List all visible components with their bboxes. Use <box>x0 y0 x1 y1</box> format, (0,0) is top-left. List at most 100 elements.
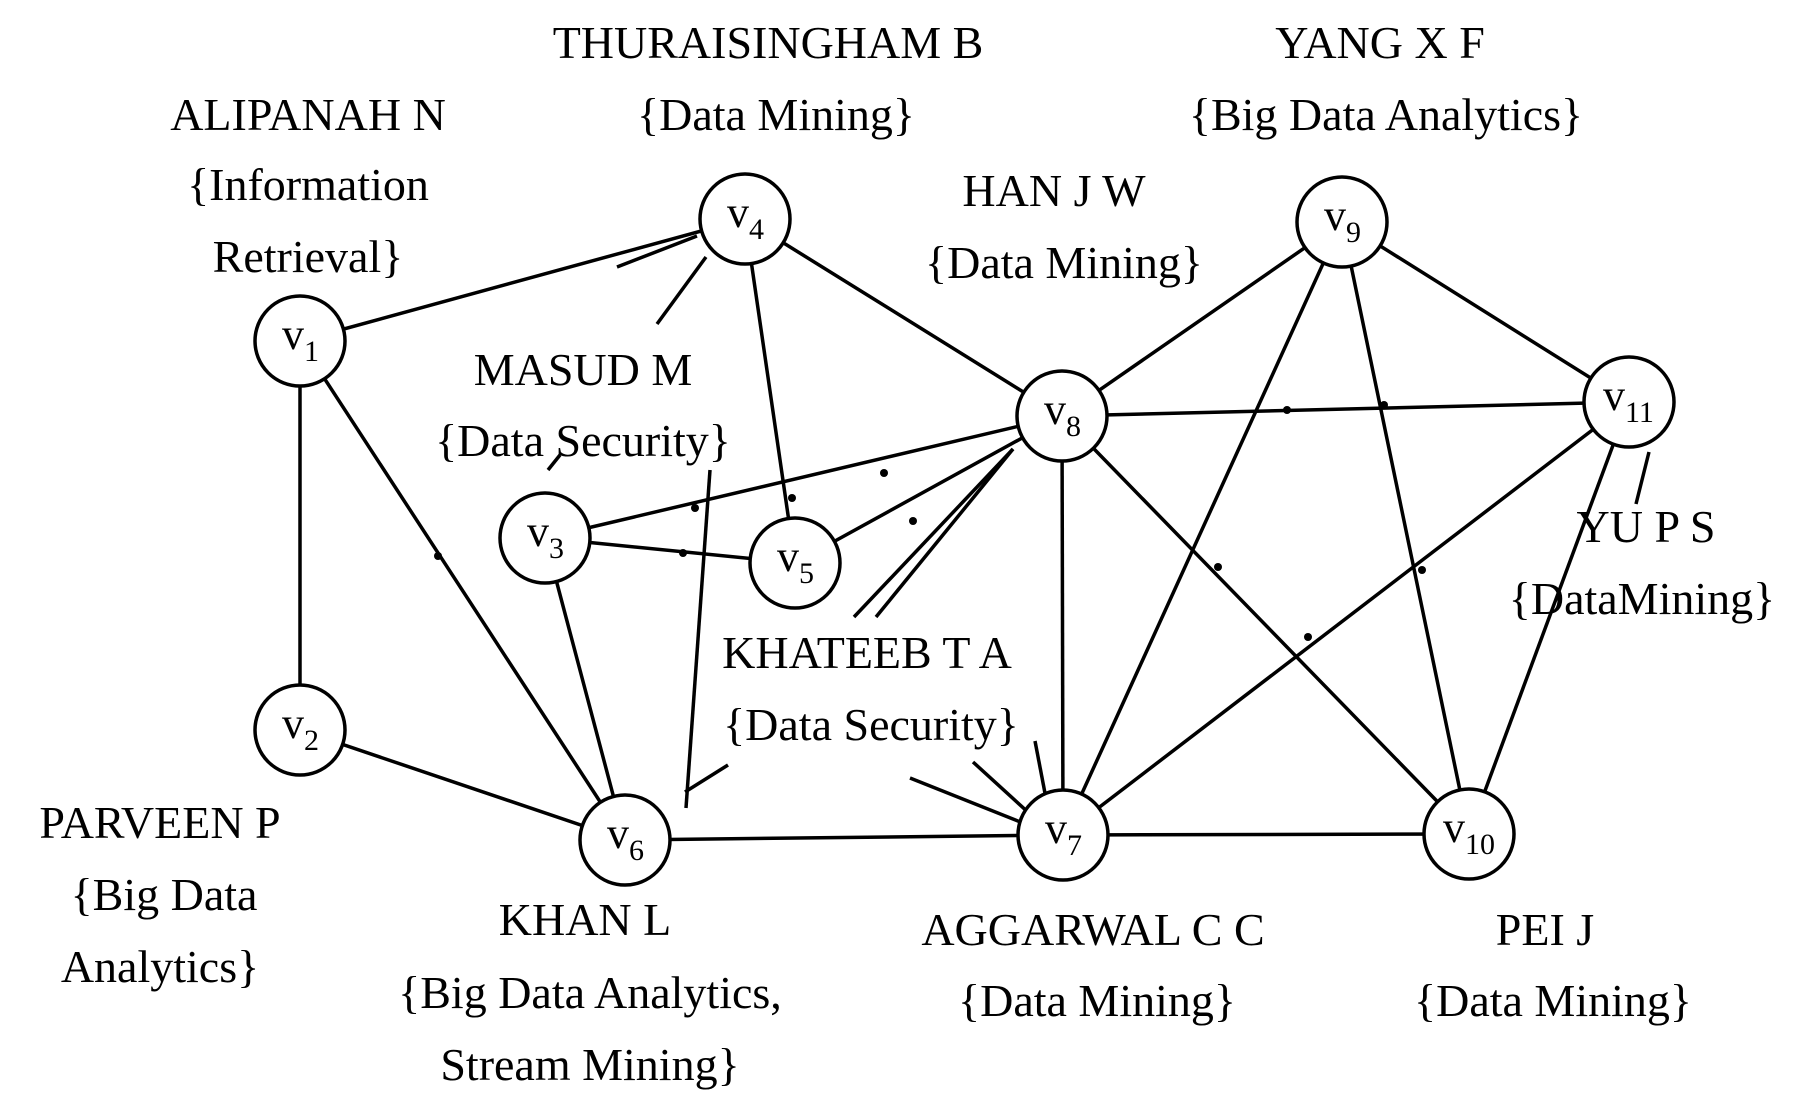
node-circle <box>253 683 347 777</box>
edge-v6-v7 <box>624 833 1064 842</box>
annotation-line: YANG X F <box>1275 17 1485 68</box>
edge-v5-v8 <box>794 414 1063 565</box>
node-circle <box>1016 788 1110 882</box>
edge-v9-v10 <box>1340 221 1471 835</box>
edge-v8-v11 <box>1061 400 1630 418</box>
node-circle <box>578 793 672 887</box>
pointer-line <box>874 447 1015 619</box>
node-circle <box>1582 355 1676 449</box>
edge-v2-v6 <box>299 728 626 842</box>
annotation-line: Stream Mining} <box>440 1039 739 1090</box>
annotation-line: THURAISINGHAM B <box>553 17 984 68</box>
edge-junction-dot <box>434 552 442 560</box>
edge-junction-dot <box>679 549 687 557</box>
annotation-line: Analytics} <box>61 941 259 992</box>
node-label: v4 <box>727 188 764 246</box>
annotation-line: PARVEEN P <box>39 797 280 848</box>
pointer-line <box>546 453 562 472</box>
edge-v4-v5 <box>743 218 797 564</box>
annotation-line: PEI J <box>1496 904 1594 955</box>
edge-v4-v8 <box>744 217 1063 418</box>
node-v3: v3 <box>498 491 592 585</box>
annotation-line: {Big Data Analytics} <box>1189 89 1583 140</box>
edge-junction-dot <box>691 504 699 512</box>
annotation-line: ALIPANAH N <box>170 89 446 140</box>
annotation-line: {Data Security} <box>435 415 731 466</box>
annotation-line: {Big Data Analytics, <box>398 967 782 1018</box>
node-label: v7 <box>1045 804 1082 862</box>
edge-v3-v8 <box>544 414 1063 540</box>
edge-junction-dot <box>788 494 796 502</box>
annotation-line: {Big Data <box>71 869 258 920</box>
annotation-line: {Data Mining} <box>637 89 915 140</box>
annotation-line: {Data Mining} <box>925 237 1203 288</box>
edge-v7-v9 <box>1061 221 1344 836</box>
annotation-line: {Data Security} <box>723 699 1019 750</box>
annotation-line: YU P S <box>1577 501 1716 552</box>
edge-v10-v11 <box>1467 401 1631 835</box>
annotation-han: HAN J W {Data Mining} <box>925 165 1203 288</box>
node-label: v5 <box>777 532 814 590</box>
pointer-line <box>684 763 729 794</box>
edge-v1-v6 <box>298 340 627 841</box>
pointer-line <box>684 469 712 809</box>
label-pointer-lines <box>546 234 1651 837</box>
edge-junction-dot <box>1304 633 1312 641</box>
annotation-alipanah: ALIPANAH N {Information Retrieval} <box>170 89 446 282</box>
annotation-line: HAN J W <box>962 165 1146 216</box>
edge-v9-v11 <box>1341 220 1630 404</box>
pointer-line <box>1634 451 1651 505</box>
edge-junction-dot <box>909 517 917 525</box>
node-label: v3 <box>527 507 564 565</box>
edge-junction-dot <box>1418 566 1426 574</box>
annotation-line: {Data Mining} <box>958 975 1236 1026</box>
node-label: v11 <box>1603 371 1654 429</box>
annotation-parveen: PARVEEN P {Big Data Analytics} <box>39 797 280 992</box>
pointer-line <box>616 234 698 269</box>
node-v1: v1 <box>253 294 347 388</box>
edge-junction-dot <box>1214 563 1222 571</box>
annotation-yu: YU P S {DataMining} <box>1509 501 1775 624</box>
node-circle <box>1295 175 1389 269</box>
annotation-line: Retrieval} <box>213 231 404 282</box>
node-circle <box>748 516 842 610</box>
annotation-khan: KHAN L {Big Data Analytics, Stream Minin… <box>398 894 782 1090</box>
node-label: v9 <box>1324 191 1361 249</box>
edge-v8-v9 <box>1061 220 1343 418</box>
pointer-line <box>655 255 708 326</box>
edge-junction-dot <box>1283 406 1291 414</box>
node-label: v1 <box>282 310 319 368</box>
edge-junction-dot <box>880 469 888 477</box>
annotation-line: KHATEEB T A <box>722 627 1012 678</box>
edge-v7-v10 <box>1062 832 1470 837</box>
node-circle <box>1422 787 1516 881</box>
annotation-line: {Information <box>187 159 429 210</box>
node-v11: v11 <box>1582 355 1676 449</box>
node-v9: v9 <box>1295 175 1389 269</box>
annotation-khateeb: KHATEEB T A {Data Security} <box>722 627 1019 750</box>
node-circle <box>253 294 347 388</box>
annotation-line: {DataMining} <box>1509 573 1775 624</box>
annotation-line: {Data Mining} <box>1414 975 1692 1026</box>
annotation-yang: YANG X F {Big Data Analytics} <box>1189 17 1583 140</box>
edge-v8-v10 <box>1060 414 1471 836</box>
node-label: v8 <box>1044 385 1081 443</box>
annotation-pei: PEI J {Data Mining} <box>1414 904 1692 1026</box>
annotation-line: MASUD M <box>474 344 693 395</box>
node-v8: v8 <box>1015 369 1109 463</box>
node-v2: v2 <box>253 683 347 777</box>
node-v6: v6 <box>578 793 672 887</box>
edge-v3-v6 <box>543 537 627 841</box>
node-v10: v10 <box>1422 787 1516 881</box>
node-label: v10 <box>1443 803 1495 861</box>
junction-layer <box>434 401 1426 641</box>
node-layer: v1 v2 v3 v4 v5 v6 v7 v8 v9 v10 v11 <box>253 172 1676 887</box>
node-circle <box>1015 369 1109 463</box>
node-circle <box>698 172 792 266</box>
annotation-aggarwal: AGGARWAL C C {Data Mining} <box>921 904 1264 1026</box>
pointer-line <box>852 447 1015 619</box>
annotation-thuraisingham: THURAISINGHAM B {Data Mining} <box>553 17 984 140</box>
annotation-line: KHAN L <box>499 894 671 945</box>
node-v5: v5 <box>748 516 842 610</box>
